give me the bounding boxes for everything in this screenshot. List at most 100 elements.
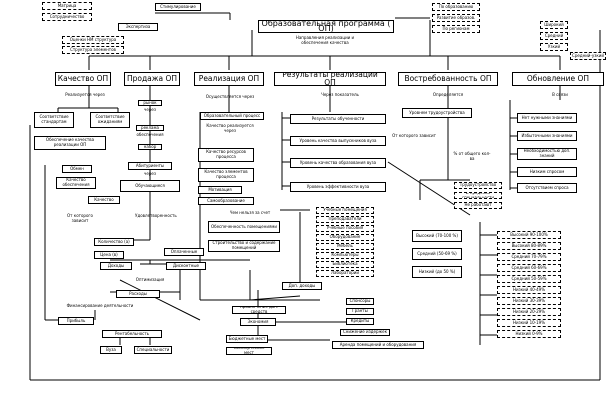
real-through-note: Осуществляется через: [205, 94, 255, 99]
real-rent: Аренда помещений и оборудования: [332, 341, 424, 349]
real-motivation: Мотивация: [198, 186, 242, 194]
real-quality-note: Качество реализуется через: [206, 123, 254, 133]
header-sale: Продажа ОП: [124, 72, 180, 86]
demand-level-1: Высокий 90-100%: [497, 231, 561, 239]
real-resource-1: Учебные помещения: [316, 207, 374, 214]
real-commercial-places: Коммерческие мест: [226, 347, 272, 355]
top-right-scope-4: Средний-узкий: [570, 52, 606, 60]
results-graduates: Уровень качества выпускников вуза: [290, 136, 386, 146]
quality-income: Доходы: [100, 262, 132, 270]
demand-employed: Трудоустройство: [454, 182, 502, 189]
real-cost-reduction: Снижение издержек: [340, 329, 390, 336]
header-results: Результаты реализации ОП: [274, 72, 386, 86]
real-attract-funds: Привлечение доп. средств: [232, 306, 286, 314]
sale-through-2: через: [144, 171, 156, 176]
real-cannot-note: Чем нельзя за счет: [229, 210, 271, 215]
update-reason-1: Нет нужными знаниями: [517, 113, 577, 123]
top-right-item-1: По образованию: [432, 3, 480, 11]
real-resource-4: Оборудование: [316, 234, 374, 241]
update-reason-4: Низким спросом: [517, 167, 577, 177]
sale-market: рынок: [138, 100, 162, 106]
real-budget-places: Бюджетные мест: [226, 335, 268, 343]
quality-standards: Соответствие стандартам: [34, 112, 74, 128]
real-resource-5: Мебель: [316, 243, 374, 250]
sale-applicants: Абитуриенты: [128, 162, 172, 170]
demand-level-9: Низкий 10-19%: [497, 319, 561, 327]
real-resource-7: Библиотека: [316, 261, 374, 268]
demand-employment-level: Уровнем трудоустройства: [402, 108, 472, 118]
header-demand: Востребованность ОП: [398, 72, 498, 86]
top-left-part-2: Структура элементов: [62, 46, 124, 54]
sale-students: Обучающиеся: [120, 180, 180, 192]
demand-level-3: Средний 70-79%: [497, 253, 561, 261]
top-left-item-1: Матрица: [42, 2, 92, 10]
demand-level-6: Низкий 40-49%: [497, 286, 561, 294]
quality-expectations: Соответствие ожиданиям: [90, 112, 130, 128]
quality-optimization-note: Оптимизация: [135, 277, 165, 282]
real-resource-2: Преподаватели: [316, 216, 374, 223]
program-subtitle: Направления реализации и обеспечения кач…: [295, 35, 355, 45]
demand-low: Низкий (до 50 %): [412, 266, 462, 278]
results-efficiency: Уровень эффективности вуза: [290, 182, 386, 192]
real-resource-8: Лаборатории: [316, 270, 374, 277]
quality-provision-quality: Качество обеспечения: [56, 177, 96, 189]
results-learning: Результаты обученности: [290, 114, 386, 124]
expertise-box: Экспертиза: [118, 23, 158, 31]
quality-university: Вуза: [100, 346, 122, 354]
header-quality: Качество ОП: [55, 72, 111, 86]
quality-specialty: Специальности: [134, 346, 172, 354]
demand-level-4: Средний 60-69%: [497, 264, 561, 272]
quality-financing-note: Финансирование деятельности: [66, 303, 134, 308]
real-credits: Кредиты: [346, 318, 374, 325]
demand-level-5: Средний 50-59%: [497, 275, 561, 283]
demand-depends-note: От которого зависит: [392, 133, 436, 138]
real-premises-provision: Обеспеченность помещениями: [208, 221, 280, 233]
stimulation-box: Стимулирование: [155, 3, 201, 11]
real-resource-6: Компьютеры: [316, 252, 374, 259]
results-note: Через показатель: [321, 92, 359, 97]
quality-depends-note: От которого зависит: [67, 213, 93, 223]
real-extra-income: Доп. доходы: [282, 282, 322, 290]
quality-provision: Обеспечение качества реализации ОП: [34, 136, 106, 150]
quality-exchange: Обмен: [62, 165, 92, 173]
top-right-scope-3: Узкий: [540, 43, 568, 51]
demand-in-specialty: В пределах специальности: [454, 192, 502, 199]
real-resource-3: Учебные пособия: [316, 225, 374, 232]
quality-quantity: Количество (а): [94, 238, 134, 246]
top-left-part-1: Оценки НМ структура: [62, 36, 124, 44]
demand-high: Высокий (70-100 %): [412, 230, 462, 242]
update-reason-2: Избыточными знаниями: [517, 131, 577, 141]
real-grants: Гранты: [346, 308, 374, 315]
demand-level-2: Высокий 80-89%: [497, 242, 561, 250]
header-realization: Реализация ОП: [194, 72, 264, 86]
header-update: Обновление ОП: [512, 72, 604, 86]
demand-level-8: Низкий 20-29%: [497, 308, 561, 316]
program-title: Образовательная программа ( ОП): [258, 20, 394, 33]
sale-provision-note: обеспечения: [136, 132, 164, 137]
results-education: Уровень качества образования вуза: [290, 158, 386, 168]
real-savings: Экономия: [240, 318, 276, 326]
sale-satisfaction-note: Удовлетворенность: [135, 213, 177, 218]
update-note: В связи: [552, 92, 568, 97]
demand-note: Определяется: [432, 92, 464, 97]
top-right-item-3: По регионам: [432, 25, 480, 33]
top-right-scope-2: Средний: [540, 32, 568, 40]
sale-through-1: через: [144, 107, 156, 112]
real-premises-construction: Строительство и содержание помещений: [208, 240, 280, 252]
top-left-item-2: Сотрудничество: [42, 13, 92, 21]
update-reason-5: Отсутствием спроса: [517, 183, 577, 193]
top-right-item-2: Развитие образов.: [432, 14, 480, 22]
sale-discount: Дисконтные: [166, 262, 206, 270]
update-reason-3: Необходимостью доп. знаний: [517, 148, 577, 160]
demand-not-working: Не работают: [454, 202, 502, 209]
sale-advertising: реклама: [136, 125, 164, 131]
real-edu-process: Образовательный процесс: [200, 112, 264, 120]
quality-profit: Прибыль: [58, 317, 94, 325]
quality-expenses: Расходы: [116, 290, 160, 298]
real-elements-quality: Качество элементов процесса: [198, 168, 254, 182]
quality-profitability: Рентабельность: [102, 330, 162, 338]
demand-level-7: Низкий 30-39%: [497, 297, 561, 305]
real-self-education: Самообразование: [198, 197, 254, 205]
